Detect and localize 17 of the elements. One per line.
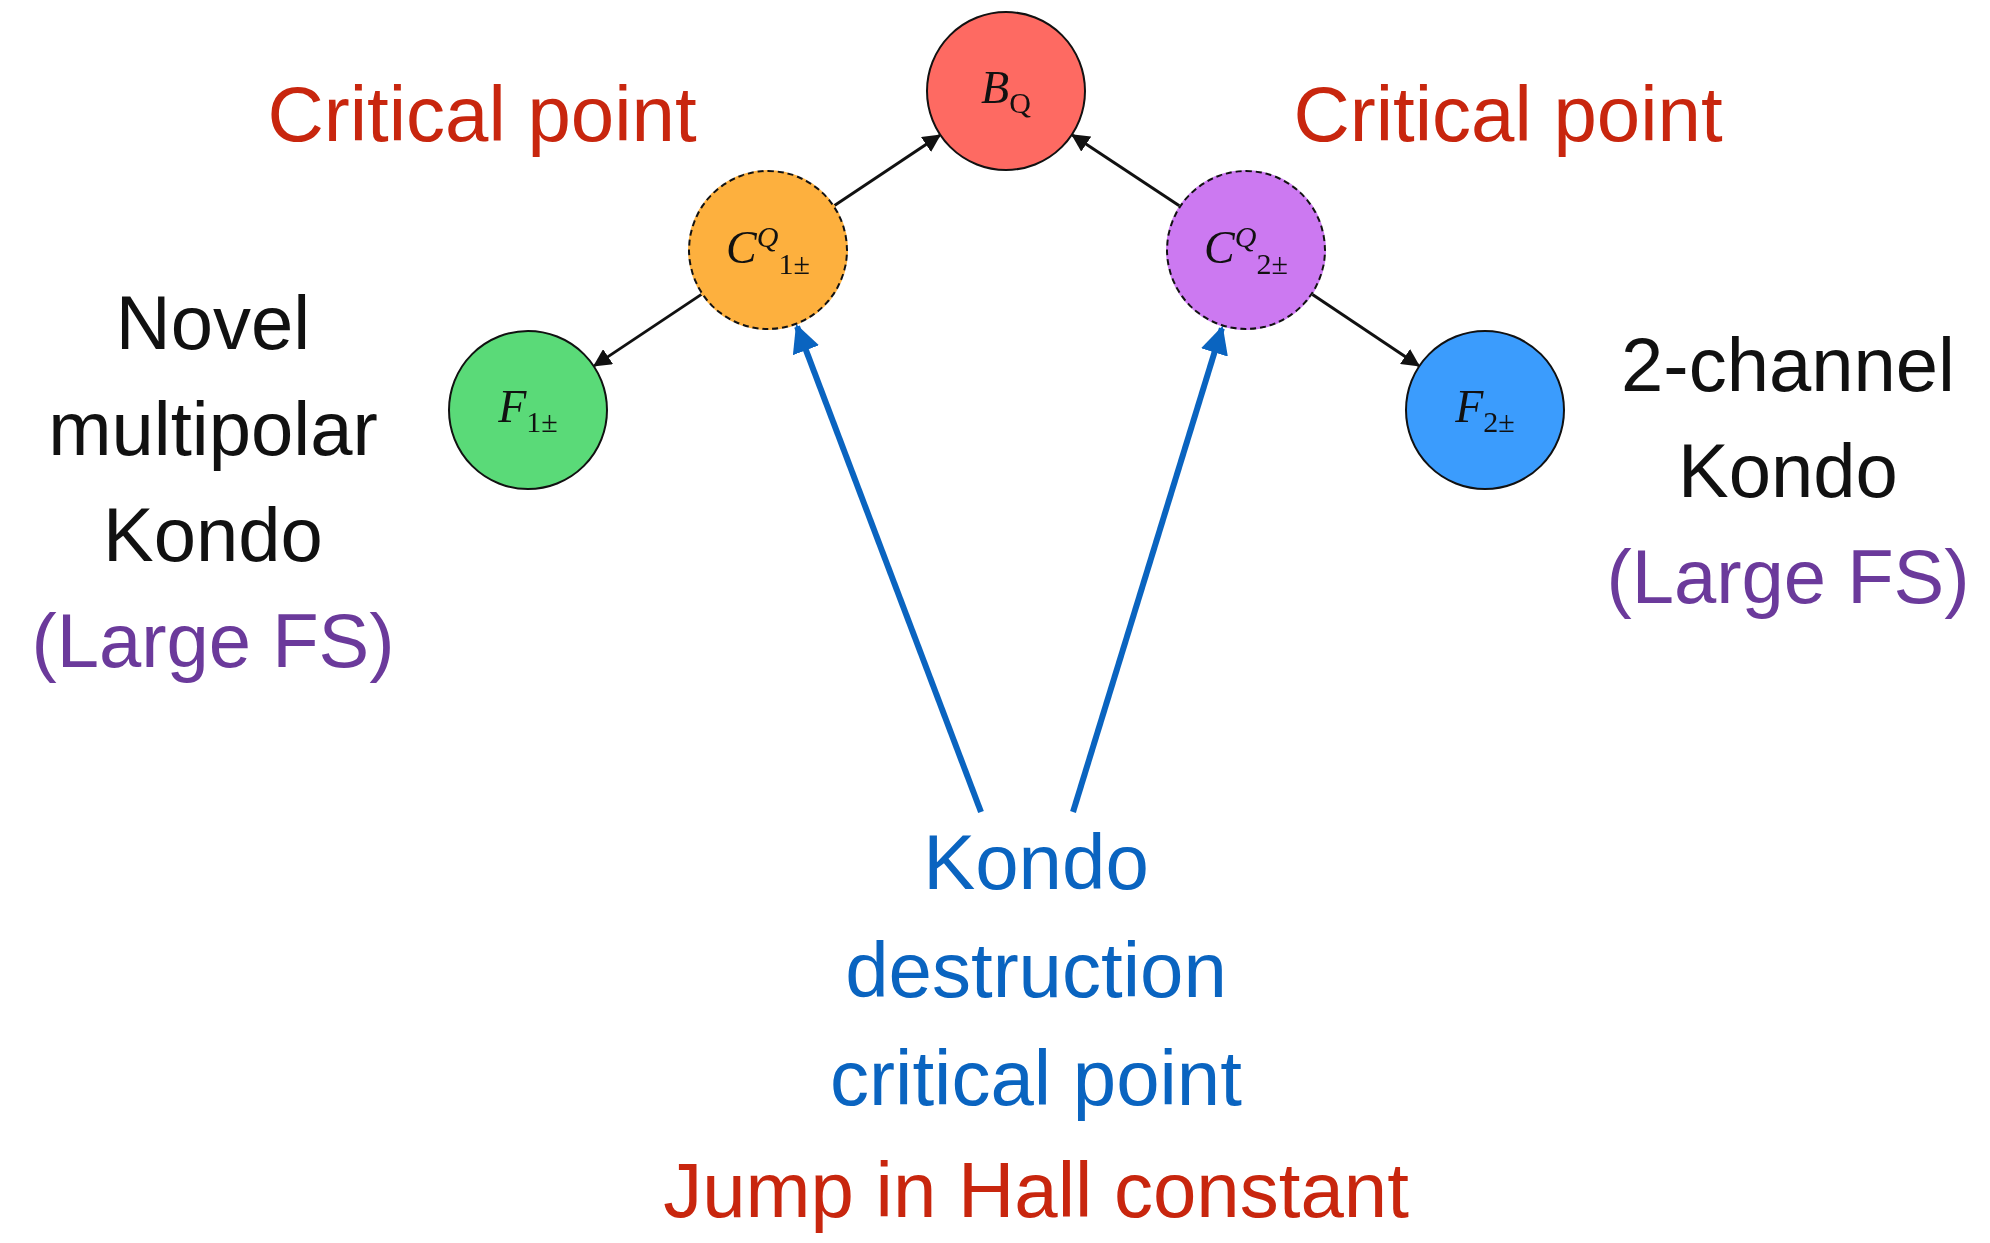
arrow [1070,325,1228,813]
math-label: F$_{2±}$ [1455,380,1515,440]
arrow [593,293,703,367]
arrow [833,134,941,207]
text-label: Kondo destruction critical point [786,808,1286,1132]
arrow [1311,293,1420,367]
phase-description: (Large FS) [31,597,395,685]
math-label: F$_{1±}$ [498,380,558,440]
arrow [792,324,984,814]
annotation-text: Jump in Hall constant [662,1145,1410,1236]
math-label: B$_{Q}$ [981,61,1031,121]
annotation-text: Critical point [1292,69,1724,160]
phase-description: (Large FS) [1606,533,1970,621]
phase-description: 2-channel Kondo [1620,321,1956,515]
arrow [1071,133,1181,208]
phase-description: Novel multipolar Kondo [47,279,379,579]
annotation-text: Critical point [266,69,698,160]
